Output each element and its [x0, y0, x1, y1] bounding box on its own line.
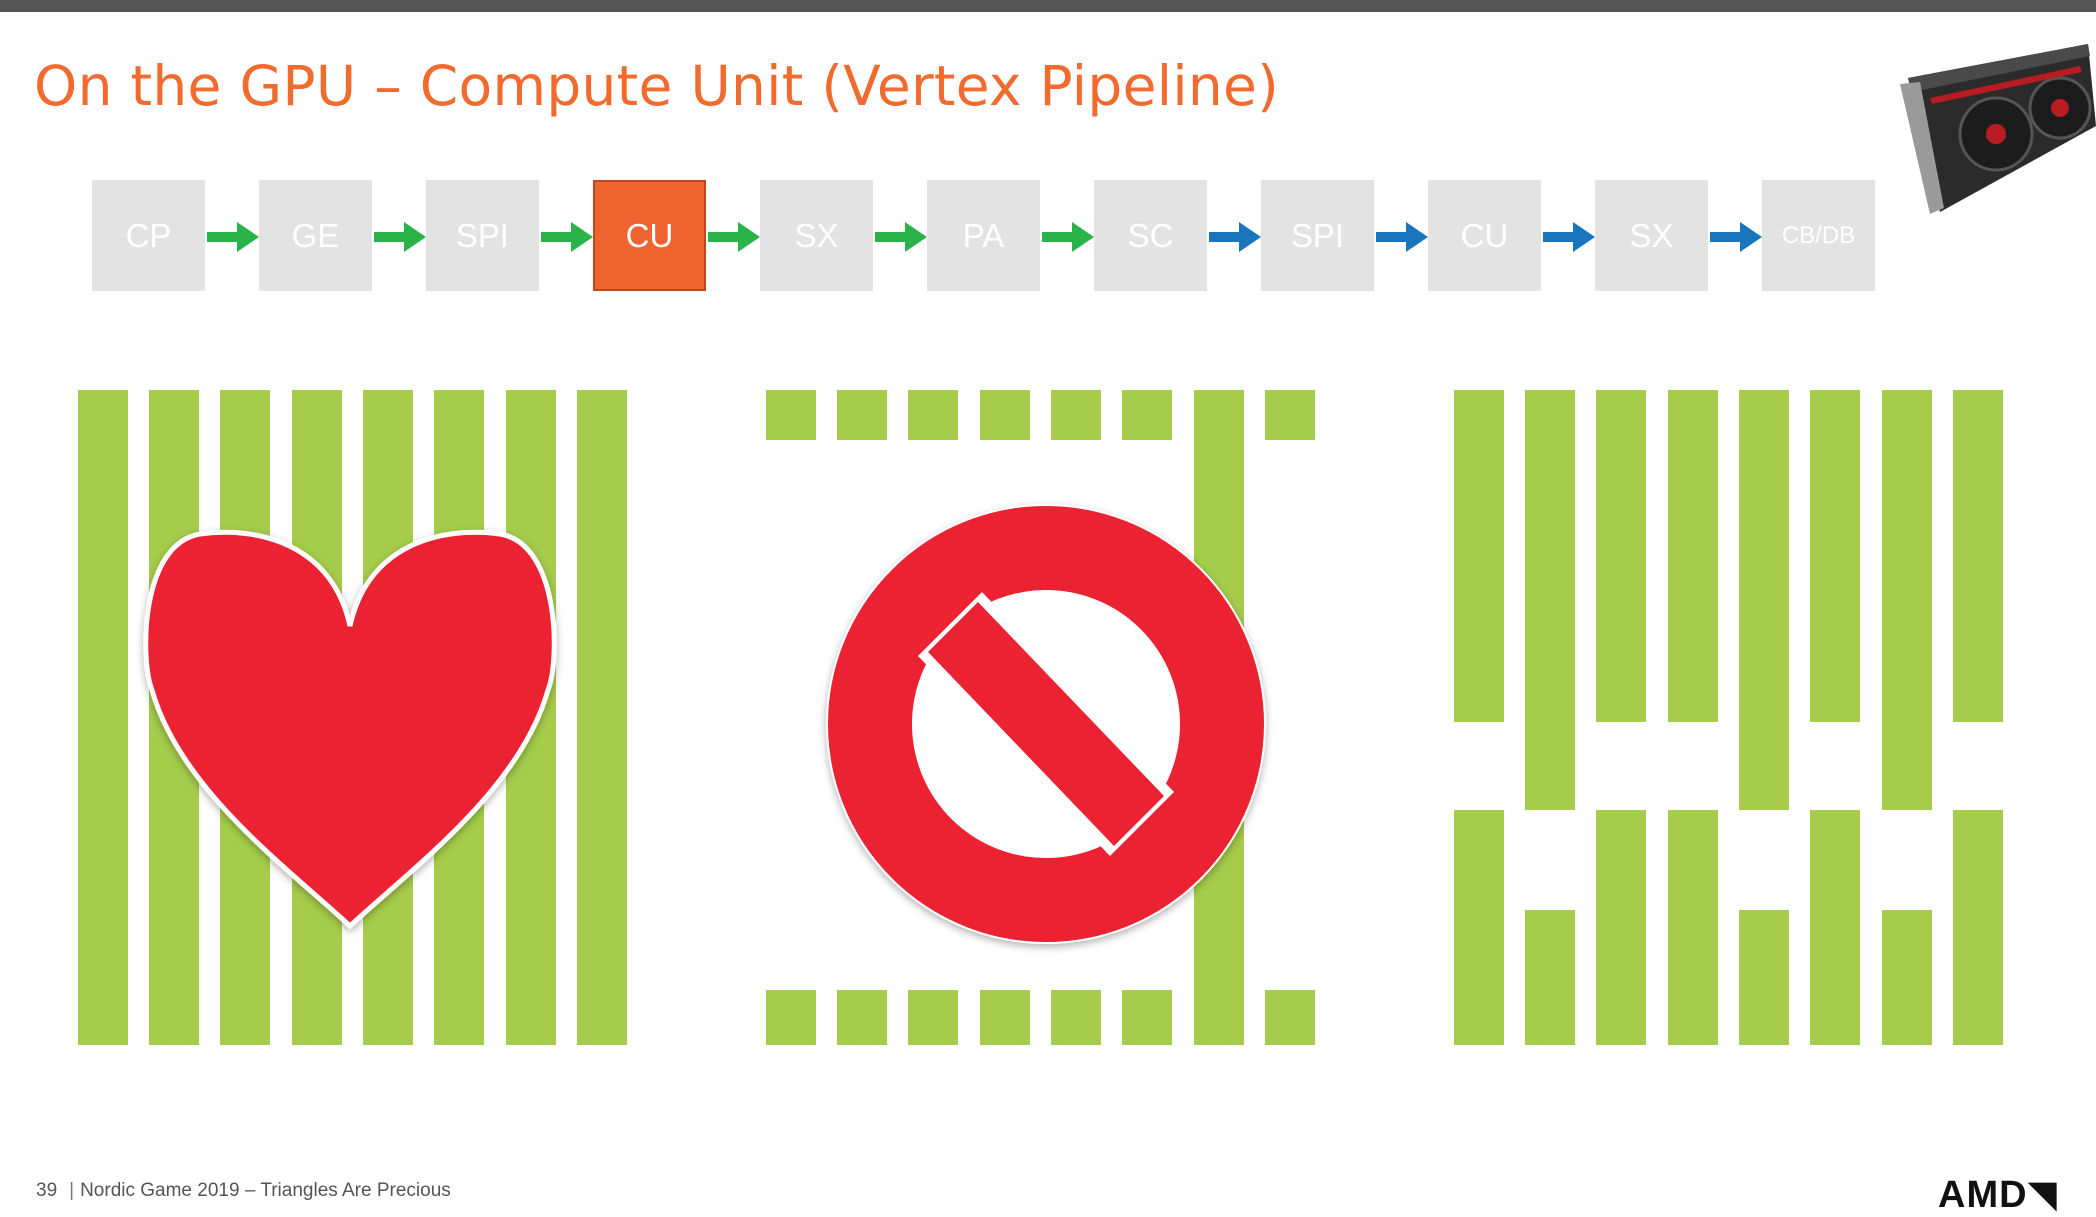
pipeline-arrow-icon: [1543, 222, 1595, 252]
pipeline-stage-label: CB/DB: [1781, 221, 1856, 249]
amd-arrow-icon: ◥: [2027, 1174, 2058, 1216]
lane-lower: [1810, 810, 1860, 1045]
lane-top: [980, 390, 1030, 440]
lane-top: [1051, 390, 1101, 440]
panel-bad-lanes: [766, 390, 1315, 1045]
panel-split-lanes: [1454, 390, 2003, 1045]
lane-top: [1265, 390, 1315, 440]
pipeline-stage-sc: SC: [1094, 180, 1207, 291]
pipeline-stage-ge: GE: [259, 180, 372, 291]
gpu-card-image: [1900, 44, 2096, 214]
lane-top: [766, 390, 816, 440]
lane-upper: [1953, 390, 2003, 722]
pipeline-stage-spi: SPI: [426, 180, 539, 291]
lane-bottom: [766, 990, 816, 1045]
pipeline-diagram: CP GE SPI CU SX PA SC SPI CU SX CB/DB: [0, 0, 2096, 300]
lane-top: [837, 390, 887, 440]
heart-icon: [143, 529, 557, 930]
lane-top: [908, 390, 958, 440]
lane-upper: [1882, 390, 1932, 810]
pipeline-stage-label: CU: [625, 216, 674, 254]
lane-lower: [1525, 910, 1575, 1045]
pipeline-stage-sx: SX: [760, 180, 873, 291]
prohibited-icon: [826, 504, 1266, 944]
pipeline-arrow-icon: [708, 222, 760, 252]
lane-upper: [1525, 390, 1575, 810]
pipeline-stage-label: SPI: [1290, 216, 1345, 254]
pipeline-stage-label: CP: [125, 216, 172, 254]
footer-separator: |: [69, 1180, 75, 1201]
pipeline-stage-label: PA: [962, 216, 1005, 254]
pipeline-stage-spi: SPI: [1261, 180, 1374, 291]
lane: [577, 390, 627, 1045]
pipeline-stage-label: SX: [794, 216, 839, 254]
pipeline-arrow-icon: [541, 222, 593, 252]
lane-lower: [1882, 910, 1932, 1045]
pipeline-stage-label: SPI: [455, 216, 510, 254]
lane-bottom: [1265, 990, 1315, 1045]
pipeline-stage-cu: CU: [593, 180, 706, 291]
amd-logo: AMD◥: [1938, 1172, 2058, 1217]
pipeline-stage-pa: PA: [927, 180, 1040, 291]
lane-lower: [1596, 810, 1646, 1045]
amd-logo-text: AMD: [1938, 1174, 2028, 1216]
panel-good-lanes: [78, 390, 627, 1045]
page-number: 39: [36, 1180, 58, 1201]
pipeline-stage-cb-db: CB/DB: [1762, 180, 1875, 291]
pipeline-arrow-icon: [207, 222, 259, 252]
lane-bottom: [908, 990, 958, 1045]
pipeline-arrow-icon: [374, 222, 426, 252]
slide-footer: 39 |Nordic Game 2019 – Triangles Are Prec…: [36, 1180, 451, 1202]
pipeline-stage-sx: SX: [1595, 180, 1708, 291]
slide-title: On the GPU – Compute Unit (Vertex Pipeli…: [34, 54, 1279, 118]
lane-upper: [1739, 390, 1789, 810]
pipeline-arrow-icon: [1209, 222, 1261, 252]
lane: [78, 390, 128, 1045]
top-bar: [0, 0, 2096, 12]
lane-lower: [1668, 810, 1718, 1045]
pipeline-stage-cu: CU: [1428, 180, 1541, 291]
lane-lower: [1953, 810, 2003, 1045]
lane-bottom: [837, 990, 887, 1045]
lane-upper: [1668, 390, 1718, 722]
lane-lower: [1739, 910, 1789, 1045]
pipeline-arrow-icon: [1042, 222, 1094, 252]
pipeline-arrow-icon: [1376, 222, 1428, 252]
pipeline-arrow-icon: [875, 222, 927, 252]
lane-upper: [1454, 390, 1504, 722]
pipeline-stage-label: SC: [1127, 216, 1174, 254]
pipeline-stage-cp: CP: [92, 180, 205, 291]
pipeline-stage-label: SX: [1629, 216, 1674, 254]
lane-bottom: [1122, 990, 1172, 1045]
pipeline-stage-label: CU: [1460, 216, 1509, 254]
lane-bottom: [1051, 990, 1101, 1045]
footer-text: Nordic Game 2019 – Triangles Are Preciou…: [80, 1180, 451, 1201]
lane-upper: [1596, 390, 1646, 722]
lane-lower: [1454, 810, 1504, 1045]
lane-bottom: [980, 990, 1030, 1045]
lane-top: [1122, 390, 1172, 440]
pipeline-arrow-icon: [1710, 222, 1762, 252]
pipeline-stage-label: GE: [291, 216, 340, 254]
lane-upper: [1810, 390, 1860, 722]
